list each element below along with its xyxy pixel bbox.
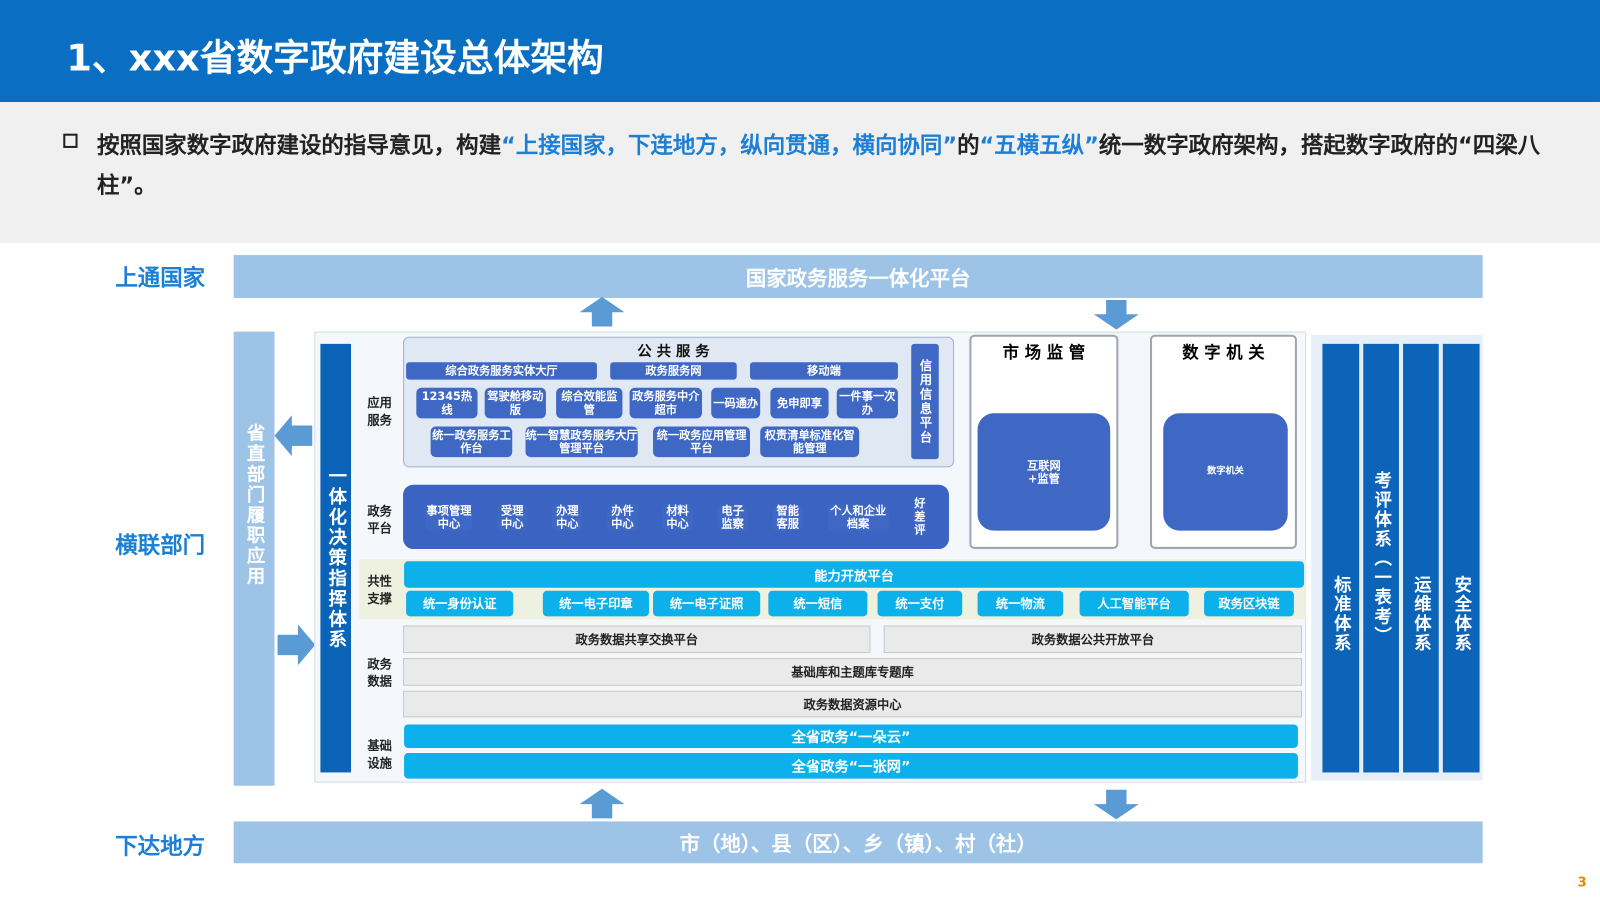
label-top: 上通国家 (115, 266, 206, 292)
label-bottom: 下达地方 (115, 834, 206, 861)
ps-item: 综合政务服务实体大厅 (406, 362, 597, 380)
ps-item: 权责清单标准化智能管理 (760, 426, 860, 458)
support-item: 统一身份认证 (406, 590, 514, 617)
arrow-down-icon (1093, 299, 1139, 330)
digital-org-title: 数 字 机 关 (1182, 342, 1265, 363)
gov-platform-item: 材料中心 (662, 503, 693, 531)
page-title: 1、xxx省数字政府建设总体架构 (66, 37, 604, 80)
intro-highlight: “上接国家，下连地方，纵向贯通，横向协同” (501, 133, 958, 160)
label-middle: 横联部门 (115, 533, 206, 560)
intro-band (0, 102, 1600, 243)
national-platform-bar: 国家政务服务一体化平台 (233, 255, 1483, 298)
support-item: 统一电子证照 (653, 590, 761, 617)
gov-platform-item: 智能客服 (772, 503, 804, 531)
layer-label-app: 应用服务 (367, 395, 392, 428)
ps-item: 驾驶舱移动版 (484, 387, 546, 419)
local-levels-bar: 市（地）、县（区）、乡（镇）、村（社） (233, 821, 1483, 864)
credit-platform: 信用信息平台 (911, 343, 939, 460)
public-service-title: 公 共 服 务 (637, 343, 710, 361)
data-resource-center: 政务数据资源中心 (403, 690, 1303, 718)
system-operation: 运维体系 (1403, 343, 1439, 773)
intro-part: 按照国家数字政府建设的指导意见，构建 (96, 133, 502, 160)
intro-part: 统一数字政府架构，搭起数字政府的“四梁八柱”。 (96, 133, 1541, 199)
layer-label-platform: 政务平台 (367, 504, 392, 536)
support-item: 统一物流 (977, 590, 1064, 617)
intro-part: 的 (957, 133, 980, 160)
ps-item: 统一智慧政务服务大厅管理平台 (525, 426, 638, 458)
ps-item: 一件事一次办 (836, 387, 898, 419)
intro-text: 按照国家数字政府建设的指导意见，构建“上接国家，下连地方，纵向贯通，横向协同”的… (97, 127, 1566, 207)
data-open-platform: 政务数据公共开放平台 (883, 625, 1303, 654)
market-title: 市 场 监 管 (1002, 342, 1086, 363)
arrow-up-icon (579, 788, 625, 819)
system-security: 安全体系 (1442, 343, 1480, 773)
intro-highlight: “五横五纵” (979, 133, 1099, 160)
gov-network: 全省政务“一张网” (404, 753, 1298, 779)
arrow-up-icon (579, 296, 625, 327)
gov-cloud: 全省政务“一朵云” (404, 724, 1298, 748)
data-base-library: 基础库和主题库专题库 (403, 658, 1303, 686)
gov-platform-bar: 事项管理中心 受理中心 办理中心 办件中心 材料中心 电子监察 智能客服 个人和… (403, 484, 949, 549)
page-number: 3 (1577, 875, 1587, 891)
ps-item: 免申即享 (770, 387, 829, 419)
gov-platform-item: 办理中心 (552, 503, 583, 531)
gov-platform-item: 事项管理中心 (425, 503, 473, 531)
support-item: 政务区块链 (1204, 590, 1294, 617)
layer-label-infra: 基础设施 (367, 738, 392, 771)
header-bar (0, 0, 1600, 103)
command-system-bar: 一体化决策指挥体系 (320, 343, 352, 773)
bullet-square-icon (63, 133, 78, 148)
gov-platform-item: 办件中心 (607, 503, 638, 531)
digital-org-inner: 数字机关 (1163, 413, 1288, 531)
gov-platform-item: 受理中心 (496, 503, 528, 531)
gov-platform-item: 电子监察 (717, 503, 748, 531)
ps-item: 一码通办 (711, 387, 761, 419)
system-evaluation: 考评体系（一表考） (1363, 343, 1399, 773)
gov-platform-item: 个人和企业档案 (827, 503, 889, 531)
ps-item: 移动端 (749, 362, 898, 380)
support-item: 人工智能平台 (1079, 590, 1189, 617)
ps-item: 综合效能监管 (556, 387, 623, 419)
gov-platform-item: 好差评 (913, 496, 927, 537)
data-share-platform: 政务数据共享交换平台 (403, 625, 871, 654)
layer-label-data: 政务数据 (367, 657, 392, 689)
market-inner: 互联网+监管 (977, 413, 1111, 531)
capability-platform: 能力开放平台 (404, 561, 1305, 588)
support-item: 统一电子印章 (542, 590, 649, 617)
arrow-right-icon (277, 624, 316, 666)
arrow-down-icon (1093, 789, 1139, 820)
department-apps-bar: 省直部门履职应用 (233, 331, 275, 786)
ps-item: 政务服务中介超市 (629, 387, 703, 419)
ps-item: 政务服务网 (610, 362, 737, 380)
ps-item: 统一政务应用管理平台 (653, 426, 750, 458)
system-standard: 标准体系 (1322, 343, 1360, 773)
ps-item: 统一政务服务工作台 (430, 426, 513, 458)
layer-label-support: 共性支撑 (367, 574, 392, 607)
arrow-left-icon (274, 415, 313, 457)
ps-item: 12345热线 (416, 387, 478, 419)
support-item: 统一短信 (768, 590, 868, 617)
support-item: 统一支付 (877, 590, 963, 617)
